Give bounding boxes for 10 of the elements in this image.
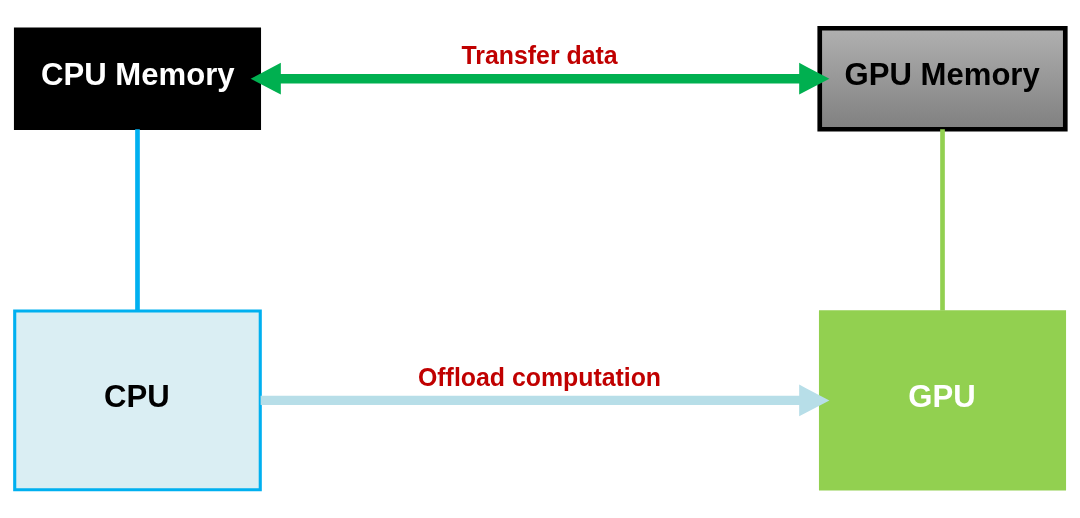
- node-box: CPU: [13, 309, 262, 492]
- connector: [940, 129, 945, 311]
- node-box: CPU Memory: [13, 27, 262, 130]
- arrow: [250, 62, 830, 95]
- connector: [135, 129, 140, 311]
- edge-label: Offload computation: [418, 363, 662, 392]
- node-box: GPU Memory: [817, 25, 1068, 132]
- arrow: [260, 384, 830, 417]
- node-box: GPU: [818, 310, 1067, 491]
- edge-label: Transfer data: [461, 41, 618, 70]
